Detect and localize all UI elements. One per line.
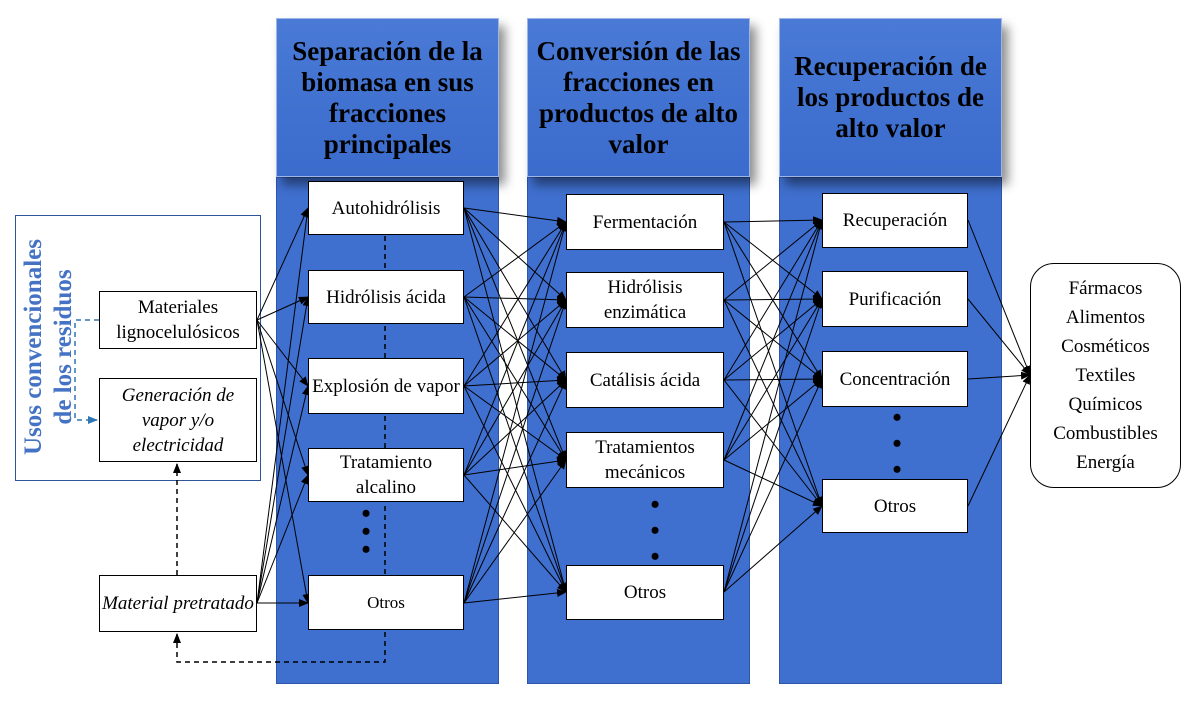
flow-arrow (256, 207, 309, 321)
flow-arrow (463, 459, 567, 604)
others-box-2: Otros (566, 565, 724, 620)
flow-arrow (463, 221, 567, 476)
recovery-box: Recuperación (822, 193, 968, 248)
ellipsis-dots: ••• (892, 403, 902, 484)
flow-arrow (967, 219, 1031, 376)
flow-arrow (463, 376, 567, 387)
flow-arrow (967, 371, 1031, 380)
flow-arrow (723, 219, 823, 301)
flow-arrow (463, 474, 567, 593)
ellipsis-dots: ••• (650, 490, 660, 571)
others-box-3: Otros (822, 479, 968, 533)
flow-arrow (723, 378, 823, 593)
separation-header: Separación de la biomasa en sus fraccion… (276, 18, 499, 177)
flow-arrow (723, 379, 823, 507)
flow-arrow (723, 378, 823, 461)
flow-arrow (463, 457, 567, 476)
flow-arrow (463, 379, 567, 604)
flow-arrow (463, 207, 567, 225)
flow-arrow (723, 219, 823, 461)
flow-arrow (723, 219, 824, 593)
products-box: Fármacos Alimentos Cosméticos Textiles Q… (1030, 263, 1181, 488)
flow-arrow (463, 588, 567, 604)
mechanical-treatments-box: Tratamientos mecánicos (566, 432, 724, 488)
flow-arrow (463, 221, 567, 298)
flow-arrow (256, 319, 309, 476)
materials-box: Materiales lignocelulósicos (99, 291, 257, 349)
flow-arrow (723, 298, 823, 593)
flow-arrow (723, 505, 823, 593)
product-item: Combustibles (1053, 423, 1158, 444)
product-item: Químicos (1068, 394, 1143, 415)
product-item: Energía (1076, 452, 1135, 473)
flow-arrow (723, 216, 823, 225)
recovery-column (779, 177, 1002, 684)
flow-arrow (723, 219, 823, 381)
flow-arrow (463, 295, 567, 304)
flow-arrow (463, 299, 567, 387)
pretreated-box: Material pretratado (99, 575, 257, 632)
flow-arrow (723, 459, 823, 507)
flow-arrow (463, 221, 568, 604)
flow-arrow (256, 385, 310, 604)
product-item: Fármacos (1068, 278, 1143, 299)
flow-arrow (463, 296, 567, 381)
flow-arrow (723, 298, 823, 461)
flow-arrow (967, 298, 1031, 376)
acid-catalysis-box: Catálisis ácida (566, 352, 724, 408)
autohydrolysis-box: Autohidrólisis (308, 181, 464, 235)
flow-arrow (463, 296, 567, 461)
recycle-dashed-arrow (173, 236, 386, 663)
fermentation-box: Fermentación (566, 194, 724, 250)
conventional-use-arrow (74, 319, 99, 424)
generation-box: Generación de vapor y/o electricidad (99, 378, 257, 462)
flow-arrow (463, 379, 567, 476)
flow-arrow (463, 296, 567, 593)
flow-arrow (256, 296, 311, 604)
others-box-1: Otros (308, 575, 464, 630)
product-item: Textiles (1075, 365, 1136, 386)
product-item: Cosméticos (1061, 336, 1150, 357)
flow-arrow (256, 296, 309, 321)
flow-arrow (723, 299, 823, 507)
flow-arrow (463, 385, 567, 593)
flow-arrow (723, 221, 823, 507)
recovery-header: Recuperación de los productos de alto va… (779, 18, 1002, 177)
flow-arrow (463, 385, 567, 461)
flow-arrow (463, 299, 567, 476)
flow-arrow (463, 221, 567, 387)
product-item: Alimentos (1065, 307, 1146, 328)
alkaline-treatment-box: Tratamiento alcalino (308, 448, 464, 502)
enzymatic-hydrolysis-box: Hidrólisis enzimática (566, 272, 724, 328)
flow-arrow (256, 474, 309, 604)
concentration-box: Concentración (822, 351, 968, 407)
ellipsis-dots: ••• (361, 499, 371, 564)
flow-arrow (967, 374, 1031, 507)
flow-arrow (256, 207, 311, 604)
acid-hydrolysis-box: Hidrólisis ácida (308, 270, 464, 324)
flow-arrow (463, 299, 567, 604)
flow-arrow (256, 319, 311, 604)
flow-arrow (463, 207, 568, 593)
steam-explosion-box: Explosión de vapor (308, 358, 464, 414)
conversion-header: Conversión de las fracciones en producto… (527, 18, 750, 177)
flow-arrow (256, 319, 309, 387)
purification-box: Purificación (822, 271, 968, 327)
